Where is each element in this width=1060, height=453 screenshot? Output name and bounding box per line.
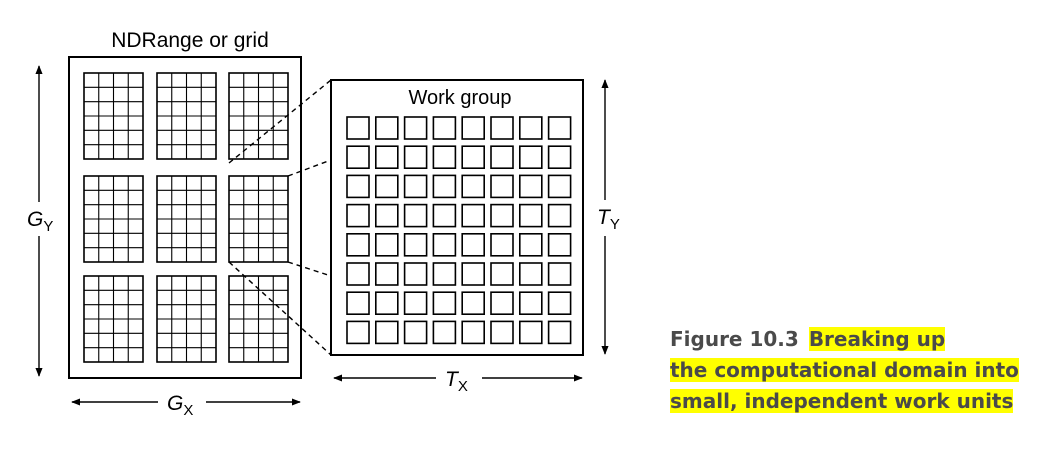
work-item-cell <box>518 262 543 286</box>
work-item-cell <box>403 145 428 169</box>
workgroup-tile <box>156 275 217 363</box>
work-item-cell <box>346 291 370 316</box>
figure-number: Figure 10.3 <box>670 327 799 351</box>
work-item-cell <box>547 291 572 316</box>
work-item-cell <box>432 116 457 140</box>
workgroup-tile <box>83 275 144 363</box>
work-item-cell <box>432 145 457 169</box>
tx-label: TX <box>445 368 468 395</box>
work-item-cell <box>432 174 457 199</box>
work-item-cell <box>461 116 486 140</box>
figure-caption: Figure 10.3 Breaking up the computational… <box>670 324 1055 417</box>
work-item-cell <box>374 262 399 286</box>
work-item-cell <box>403 291 428 316</box>
work-item-cell <box>490 320 514 345</box>
work-item-cell <box>490 262 514 286</box>
work-item-cell <box>374 116 399 140</box>
work-item-cell <box>346 233 370 257</box>
work-item-cell <box>490 174 514 199</box>
workgroup-tile <box>228 72 289 160</box>
work-item-cells <box>346 116 572 345</box>
work-item-cell <box>461 145 486 169</box>
work-item-cell <box>518 203 543 228</box>
caption-line-2: the computational domain into <box>670 358 1019 382</box>
gy-label: GY <box>27 208 53 235</box>
work-item-cell <box>374 233 399 257</box>
ty-label: TY <box>597 206 620 233</box>
connector-line <box>228 79 332 164</box>
connector-line <box>287 261 332 277</box>
work-item-cell <box>518 174 543 199</box>
work-item-cell <box>374 174 399 199</box>
work-item-cell <box>490 203 514 228</box>
work-item-cell <box>374 145 399 169</box>
work-item-cell <box>432 262 457 286</box>
work-item-cell <box>403 233 428 257</box>
work-item-cell <box>490 291 514 316</box>
work-item-cell <box>432 203 457 228</box>
work-item-cell <box>461 174 486 199</box>
workgroup-tiles <box>83 72 289 363</box>
gx-label: GX <box>167 392 193 419</box>
work-item-cell <box>403 320 428 345</box>
work-item-cell <box>547 116 572 140</box>
work-item-cell <box>518 145 543 169</box>
workgroup-tile <box>156 72 217 160</box>
workgroup-tile <box>228 175 289 263</box>
work-item-cell <box>518 116 543 140</box>
work-item-cell <box>461 291 486 316</box>
workgroup-tile <box>83 175 144 263</box>
work-item-cell <box>346 320 370 345</box>
work-item-cell <box>461 262 486 286</box>
work-item-cell <box>547 145 572 169</box>
work-item-cell <box>518 291 543 316</box>
work-item-cell <box>346 116 370 140</box>
workgroup-title: Work group <box>408 87 511 109</box>
workgroup-tile <box>156 175 217 263</box>
work-item-cell <box>547 174 572 199</box>
connector-line <box>287 159 332 177</box>
caption-line-3: small, independent work units <box>670 389 1014 413</box>
work-item-cell <box>346 174 370 199</box>
work-item-cell <box>547 262 572 286</box>
workgroup-tile <box>228 275 289 363</box>
work-item-cell <box>432 233 457 257</box>
work-item-cell <box>403 116 428 140</box>
work-item-cell <box>374 203 399 228</box>
zoom-connectors <box>228 79 332 356</box>
work-item-cell <box>547 203 572 228</box>
work-item-cell <box>374 320 399 345</box>
work-item-cell <box>403 262 428 286</box>
work-item-cell <box>346 145 370 169</box>
work-item-cell <box>461 203 486 228</box>
work-item-cell <box>432 320 457 345</box>
grid-title: NDRange or grid <box>111 29 269 52</box>
work-item-cell <box>403 203 428 228</box>
work-item-cell <box>346 203 370 228</box>
work-item-cell <box>432 291 457 316</box>
ndrange-outline <box>68 56 302 379</box>
work-item-cell <box>547 233 572 257</box>
work-item-cell <box>374 291 399 316</box>
work-item-cell <box>518 320 543 345</box>
work-item-cell <box>490 116 514 140</box>
workgroup-tile <box>83 72 144 160</box>
work-item-cell <box>461 233 486 257</box>
work-item-cell <box>490 145 514 169</box>
work-item-cell <box>403 174 428 199</box>
work-item-cell <box>490 233 514 257</box>
work-item-cell <box>346 262 370 286</box>
work-item-cell <box>461 320 486 345</box>
caption-line-1: Breaking up <box>808 327 946 351</box>
work-item-cell <box>518 233 543 257</box>
work-item-cell <box>547 320 572 345</box>
